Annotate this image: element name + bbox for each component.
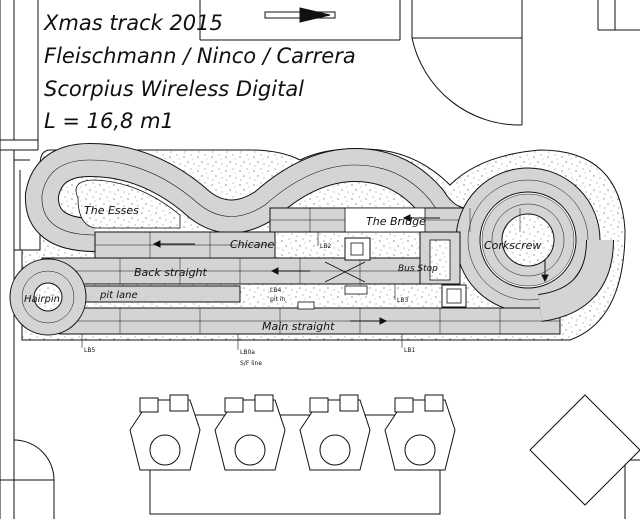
title-line-4: L = 16,8 m1 xyxy=(44,109,174,133)
section-labels: The Esses The Bridge Chicane Corkscrew B… xyxy=(24,204,541,333)
marker-pit-in: pit in xyxy=(270,296,285,303)
bridge-crossing xyxy=(297,237,467,310)
marker-lb4: LB4 xyxy=(270,287,281,294)
marker-lb3: LB3 xyxy=(397,297,408,304)
label-chicane: Chicane xyxy=(230,238,274,251)
marker-lb5: LB5 xyxy=(84,347,95,354)
label-pit-lane: pit lane xyxy=(99,290,138,301)
direction-arrows xyxy=(152,214,549,325)
driver-figure-2 xyxy=(214,394,286,471)
track xyxy=(9,142,614,336)
marker-lb2: LB2 xyxy=(320,243,331,250)
marker-lb1: LB1 xyxy=(404,347,415,354)
title-block: Xmas track 2015 Fleischmann / Ninco / Ca… xyxy=(43,11,356,133)
title-line-3: Scorpius Wireless Digital xyxy=(44,77,304,101)
driver-figure-4 xyxy=(384,394,456,471)
marker-sf-line: S/F line xyxy=(240,360,262,367)
title-line-1: Xmas track 2015 xyxy=(43,11,223,35)
driver-figure-1 xyxy=(129,394,201,471)
title-line-2: Fleischmann / Ninco / Carrera xyxy=(44,44,356,68)
label-bus-stop: Bus Stop xyxy=(398,264,438,274)
label-main-straight: Main straight xyxy=(262,320,335,333)
driver-figure-3 xyxy=(299,394,371,471)
esses-infield xyxy=(75,179,181,229)
label-corkscrew: Corkscrew xyxy=(484,239,541,252)
driver-area xyxy=(129,394,640,515)
label-back-straight: Back straight xyxy=(134,266,208,279)
lap-block-markers: LB1 LB2 LB3 LB4 pit in LB5 LB0a S/F line xyxy=(81,232,415,367)
marker-lb0a: LB0a xyxy=(240,349,255,356)
label-hairpin: Hairpin xyxy=(24,294,60,305)
label-bridge: The Bridge xyxy=(366,215,426,228)
side-table xyxy=(529,394,640,506)
track-pit-lane xyxy=(69,285,241,303)
label-esses: The Esses xyxy=(84,204,139,217)
